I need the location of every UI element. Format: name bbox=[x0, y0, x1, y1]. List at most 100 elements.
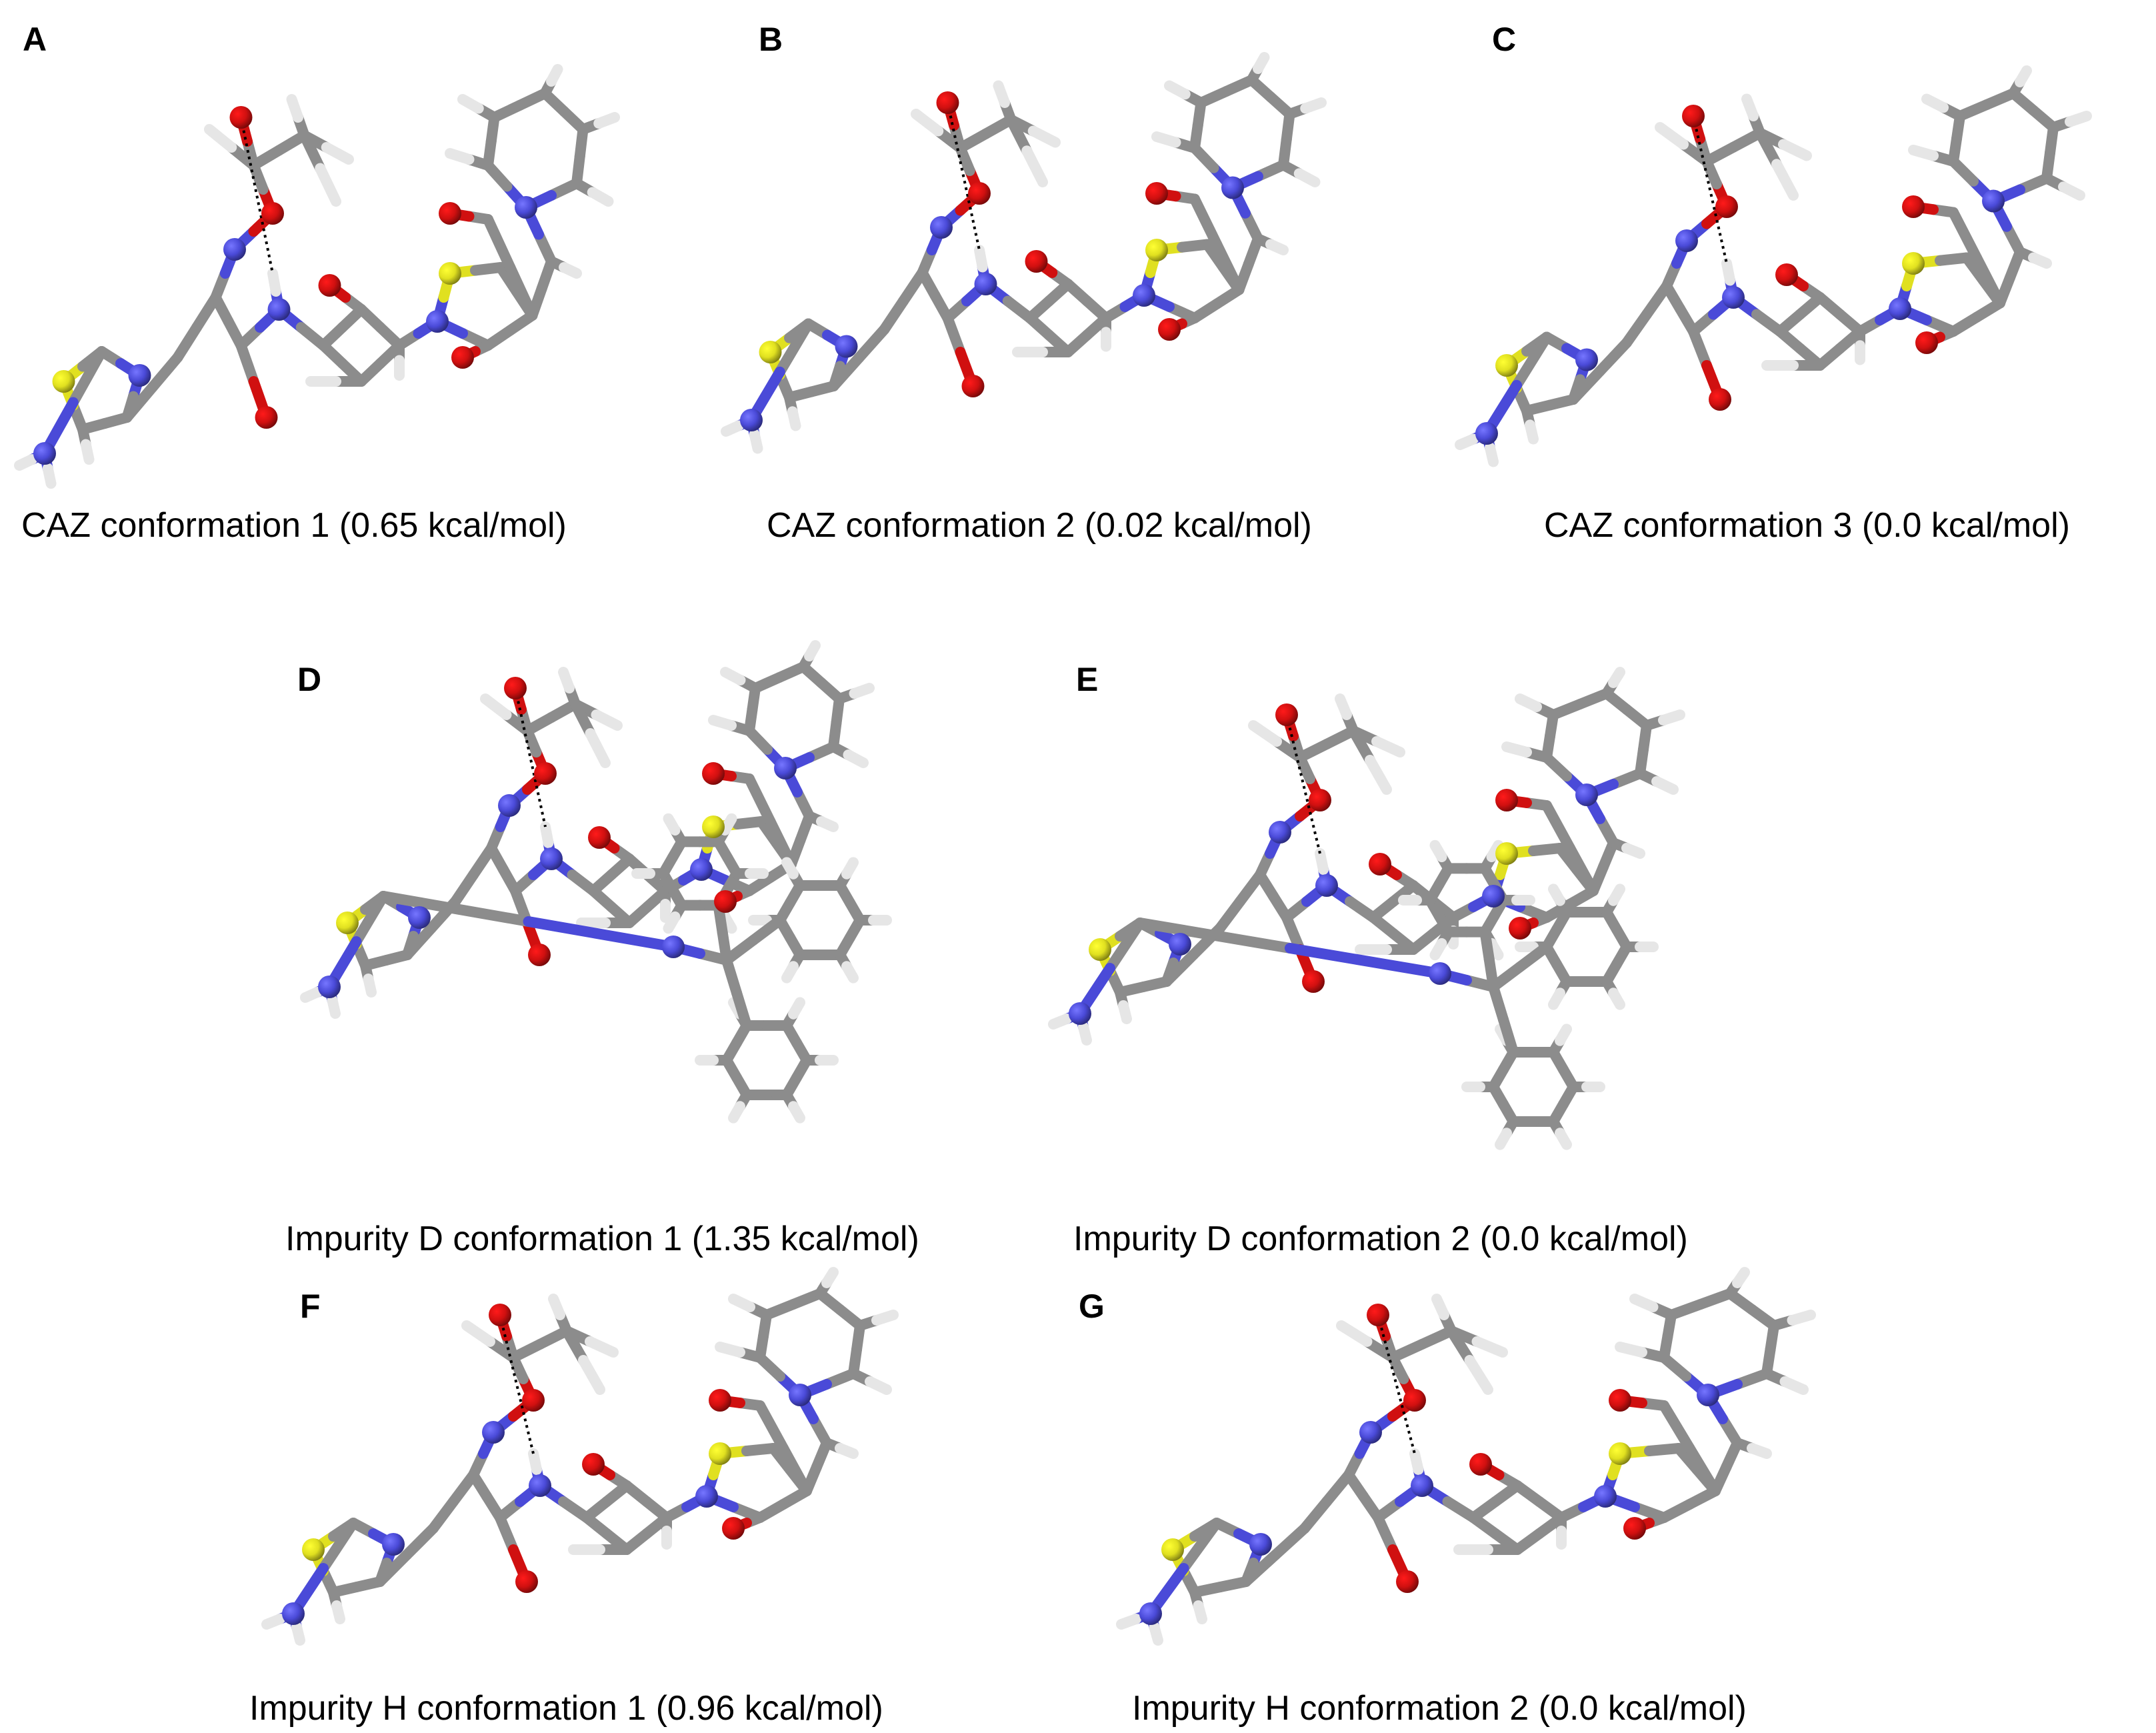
nitrogen-atom bbox=[426, 310, 449, 333]
bond bbox=[1608, 988, 1625, 1010]
bond bbox=[841, 961, 859, 984]
sulfur-atom bbox=[1145, 239, 1168, 261]
nitrogen-atom bbox=[540, 847, 563, 870]
bond bbox=[719, 911, 737, 934]
bond bbox=[42, 463, 57, 489]
bond bbox=[2058, 181, 2085, 201]
nitrogen-atom bbox=[930, 216, 953, 239]
oxygen-atom bbox=[1469, 1453, 1492, 1476]
hydrogen-bond bbox=[1692, 115, 1728, 264]
bond bbox=[749, 429, 763, 454]
bond bbox=[457, 94, 484, 114]
bond bbox=[585, 728, 611, 768]
sulfur-atom bbox=[759, 341, 782, 363]
sulfur-atom bbox=[336, 912, 359, 934]
bond bbox=[993, 80, 1010, 108]
nitrogen-atom bbox=[408, 906, 431, 929]
bond bbox=[1211, 239, 1245, 295]
bond bbox=[261, 1614, 285, 1630]
bond bbox=[778, 1443, 812, 1496]
oxygen-atom bbox=[1369, 853, 1391, 876]
bond bbox=[841, 857, 859, 880]
bond bbox=[587, 187, 614, 207]
bond bbox=[1248, 720, 1282, 747]
bond bbox=[588, 886, 617, 912]
nitrogen-atom bbox=[974, 273, 997, 295]
bond bbox=[147, 352, 183, 393]
nitrogen-atom bbox=[33, 442, 56, 465]
bond bbox=[1621, 309, 1652, 348]
bond bbox=[528, 1448, 542, 1475]
molecule-structure-b bbox=[721, 52, 1327, 454]
oxygen-atom bbox=[522, 1389, 545, 1412]
nitrogen-atom bbox=[1475, 422, 1498, 445]
bond bbox=[1629, 1294, 1659, 1312]
bond bbox=[1270, 1523, 1310, 1560]
bond bbox=[1105, 918, 1145, 974]
oxygen-atom bbox=[1396, 1570, 1419, 1593]
nitrogen-atom bbox=[1133, 284, 1155, 307]
nitrogen-atom bbox=[740, 409, 763, 431]
bond bbox=[816, 816, 839, 832]
bond bbox=[1495, 1128, 1512, 1150]
bond bbox=[172, 322, 202, 363]
bond bbox=[787, 406, 801, 431]
oxygen-atom bbox=[318, 274, 341, 297]
oxygen-atom bbox=[1309, 789, 1331, 811]
bond bbox=[1135, 918, 1295, 954]
bond bbox=[1608, 667, 1625, 688]
bond bbox=[593, 112, 620, 129]
bond bbox=[1755, 127, 1782, 170]
bond bbox=[663, 813, 681, 836]
oxygen-atom bbox=[451, 346, 474, 369]
bond bbox=[300, 987, 323, 1003]
oxygen-atom bbox=[961, 375, 985, 397]
bond bbox=[327, 995, 341, 1019]
oxygen-atom bbox=[1715, 195, 1738, 218]
bond bbox=[1335, 693, 1352, 720]
molecule-structure-d bbox=[300, 640, 892, 1124]
bond bbox=[781, 857, 799, 880]
oxygen-atom bbox=[439, 202, 461, 225]
bond bbox=[849, 683, 875, 699]
bond bbox=[1417, 1326, 1457, 1350]
oxygen-atom bbox=[1609, 1389, 1631, 1412]
nitrogen-atom bbox=[282, 1602, 305, 1625]
nitrogen-atom bbox=[789, 1384, 811, 1406]
bond bbox=[788, 997, 805, 1020]
oxygen-atom bbox=[1775, 263, 1798, 286]
bond bbox=[1078, 1022, 1092, 1046]
bond bbox=[1446, 1326, 1475, 1366]
bond bbox=[495, 1512, 519, 1555]
bond bbox=[708, 715, 737, 731]
bond bbox=[1655, 122, 1689, 150]
bond bbox=[1721, 258, 1735, 286]
oxygen-atom bbox=[1367, 1304, 1389, 1326]
oxygen-atom bbox=[489, 1304, 511, 1326]
bond bbox=[331, 1600, 345, 1624]
bond bbox=[1429, 839, 1447, 863]
bond bbox=[291, 1622, 305, 1646]
bond bbox=[1048, 1014, 1072, 1030]
bond bbox=[1511, 331, 1552, 391]
nitrogen-atom bbox=[835, 335, 858, 358]
oxygen-atom bbox=[528, 944, 551, 966]
bond bbox=[1464, 1355, 1493, 1395]
bond bbox=[1005, 114, 1033, 157]
nitrogen-atom bbox=[662, 936, 685, 958]
bond bbox=[1468, 1512, 1501, 1539]
bond bbox=[286, 94, 303, 123]
panel-letter-c: C bbox=[1492, 21, 1517, 58]
bond bbox=[1161, 950, 1199, 987]
bond bbox=[1471, 1336, 1508, 1358]
bond bbox=[1771, 159, 1799, 201]
panel-letter-f: F bbox=[300, 1288, 321, 1325]
nitrogen-atom bbox=[1889, 297, 1911, 320]
nitrogen-atom bbox=[1575, 348, 1598, 371]
bond bbox=[1321, 1470, 1354, 1507]
bond bbox=[1025, 313, 1055, 341]
bond bbox=[267, 268, 281, 297]
nitrogen-atom bbox=[1697, 1384, 1719, 1406]
bond bbox=[1387, 1339, 1427, 1363]
bond bbox=[853, 324, 890, 363]
